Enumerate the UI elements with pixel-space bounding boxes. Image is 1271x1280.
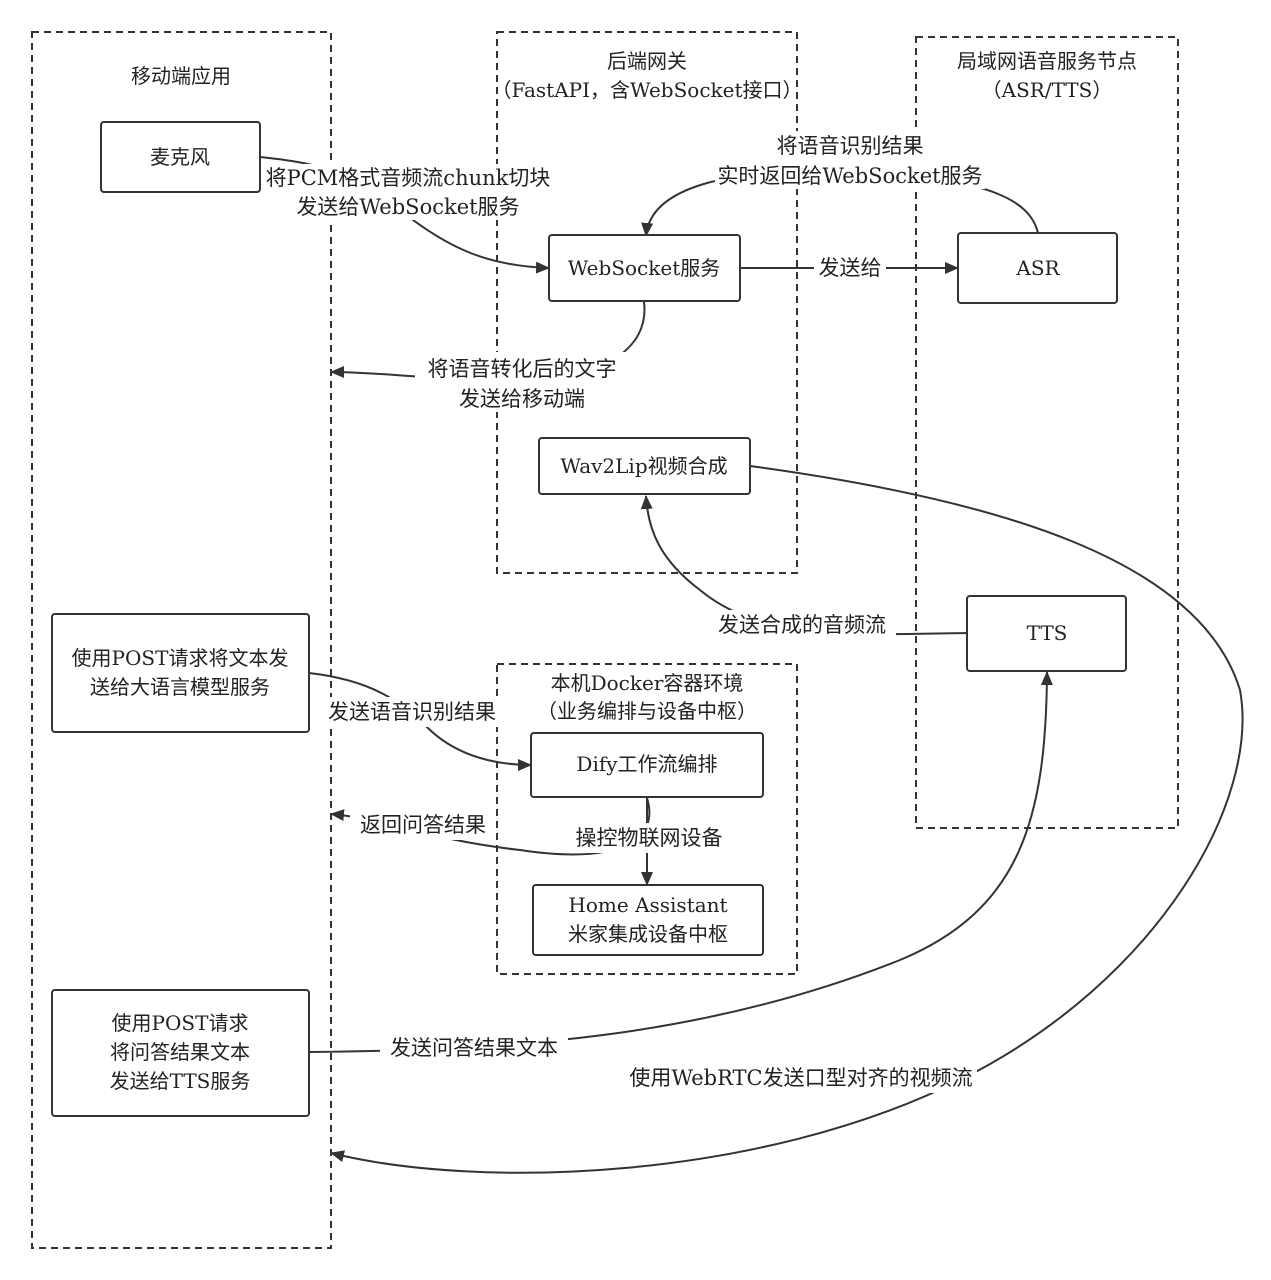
group-gateway-subtitle: （FastAPI，含WebSocket接口） — [491, 78, 802, 102]
label-mic-ws-line1: 将PCM格式音频流chunk切块 — [266, 166, 551, 190]
group-voice-service-node: 局域网语音服务节点 （ASR/TTS） — [915, 36, 1179, 829]
node-ha-line2: 米家集成设备中枢 — [568, 922, 728, 946]
node-microphone-label: 麦克风 — [150, 145, 210, 169]
node-websocket-service: WebSocket服务 — [548, 234, 741, 302]
node-dify: Dify工作流编排 — [530, 732, 764, 798]
group-docker-env: 本机Docker容器环境 （业务编排与设备中枢） — [496, 663, 798, 975]
label-wav-mobile: 使用WebRTC发送口型对齐的视频流 — [629, 1066, 972, 1090]
edge-tts-post-to-tts — [308, 671, 1053, 1053]
label-ws-asr: 发送给 — [819, 256, 882, 280]
node-ha-line1: Home Assistant — [568, 893, 727, 917]
group-backend-gateway: 后端网关 （FastAPI，含WebSocket接口） — [491, 31, 803, 574]
group-voice-subtitle: （ASR/TTS） — [982, 78, 1113, 102]
node-post-tts-line1: 使用POST请求 — [112, 1011, 249, 1035]
group-mobile-title: 移动端应用 — [131, 64, 231, 88]
edge-wav2lip-to-mobile — [330, 465, 1244, 1174]
node-post-llm: 使用POST请求将文本发 送给大语言模型服务 — [51, 613, 310, 733]
node-microphone: 麦克风 — [100, 121, 261, 193]
node-post-llm-line1: 使用POST请求将文本发 — [72, 646, 289, 670]
label-asr-ws-line2: 实时返回给WebSocket服务 — [717, 164, 982, 188]
label-tts-wav: 发送合成的音频流 — [718, 613, 886, 637]
label-mic-ws-line2: 发送给WebSocket服务 — [296, 195, 519, 219]
node-websocket-label: WebSocket服务 — [568, 256, 721, 280]
label-dify-to-mobile: 返回问答结果 — [350, 810, 496, 840]
node-wav2lip: Wav2Lip视频合成 — [538, 437, 751, 495]
label-asr-ws-line1: 将语音识别结果 — [777, 134, 924, 158]
group-mobile-app: 移动端应用 — [31, 31, 332, 1249]
group-voice-title: 局域网语音服务节点 — [957, 49, 1137, 73]
node-home-assistant: Home Assistant 米家集成设备中枢 — [532, 884, 764, 956]
label-dify-mobile: 返回问答结果 — [360, 813, 486, 837]
node-wav2lip-label: Wav2Lip视频合成 — [560, 454, 727, 478]
node-tts: TTS — [966, 595, 1127, 672]
node-dify-label: Dify工作流编排 — [576, 752, 717, 776]
label-websocket-to-mobile: 将语音转化后的文字 发送给移动端 — [415, 352, 630, 412]
label-websocket-to-asr: 发送给 — [814, 254, 886, 282]
label-llm-to-dify: 发送语音识别结果 — [318, 697, 506, 727]
label-dify-ha: 操控物联网设备 — [576, 826, 723, 850]
node-tts-label: TTS — [1027, 621, 1068, 645]
label-post-tts-to-tts: 发送问答结果文本 — [380, 1033, 568, 1063]
node-asr: ASR — [957, 232, 1118, 304]
label-mic-to-websocket: 将PCM格式音频流chunk切块 发送给WebSocket服务 — [266, 164, 551, 220]
label-llm-dify: 发送语音识别结果 — [328, 700, 496, 724]
label-tts-to-wav2lip: 发送合成的音频流 — [708, 610, 896, 640]
node-post-tts: 使用POST请求 将问答结果文本 发送给TTS服务 — [51, 989, 310, 1117]
node-post-tts-line2: 将问答结果文本 — [110, 1040, 250, 1064]
group-docker-title: 本机Docker容器环境 — [551, 671, 744, 695]
group-docker-subtitle: （业务编排与设备中枢） — [537, 699, 757, 723]
node-post-llm-line2: 送给大语言模型服务 — [90, 675, 270, 699]
label-ws-mobile-line1: 将语音转化后的文字 — [428, 357, 617, 381]
label-ws-mobile-line2: 发送给移动端 — [459, 387, 585, 411]
label-posttts-tts: 发送问答结果文本 — [390, 1036, 558, 1060]
node-post-tts-line3: 发送给TTS服务 — [110, 1069, 251, 1093]
group-gateway-title: 后端网关 — [607, 49, 687, 73]
label-dify-to-homeassistant: 操控物联网设备 — [566, 823, 732, 853]
node-asr-label: ASR — [1015, 256, 1060, 280]
label-asr-to-websocket: 将语音识别结果 实时返回给WebSocket服务 — [715, 131, 985, 189]
label-wav2lip-to-mobile: 使用WebRTC发送口型对齐的视频流 — [625, 1063, 977, 1093]
edge-llm-post-to-dify — [308, 672, 532, 771]
